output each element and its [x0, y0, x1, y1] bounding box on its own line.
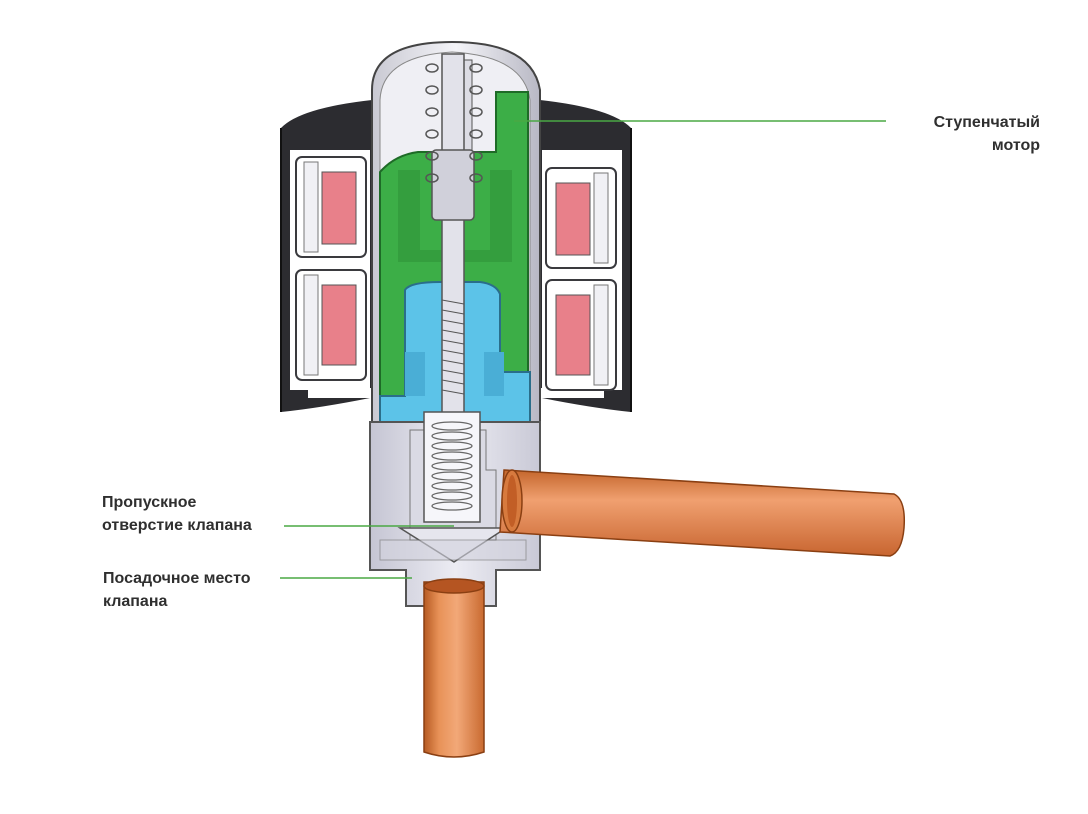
- stator-coils: [295, 156, 617, 391]
- outlet-pipe: [423, 578, 485, 758]
- label-stepper-motor: Ступенчатый мотор: [933, 114, 1040, 154]
- inlet-pipe: [499, 469, 906, 557]
- leader-lines: [280, 120, 886, 579]
- label-valve-seat: Посадочное место клапана: [103, 570, 251, 610]
- valve-body: [369, 411, 541, 607]
- label-valve-orifice: Пропускное отверстие клапана: [102, 494, 252, 534]
